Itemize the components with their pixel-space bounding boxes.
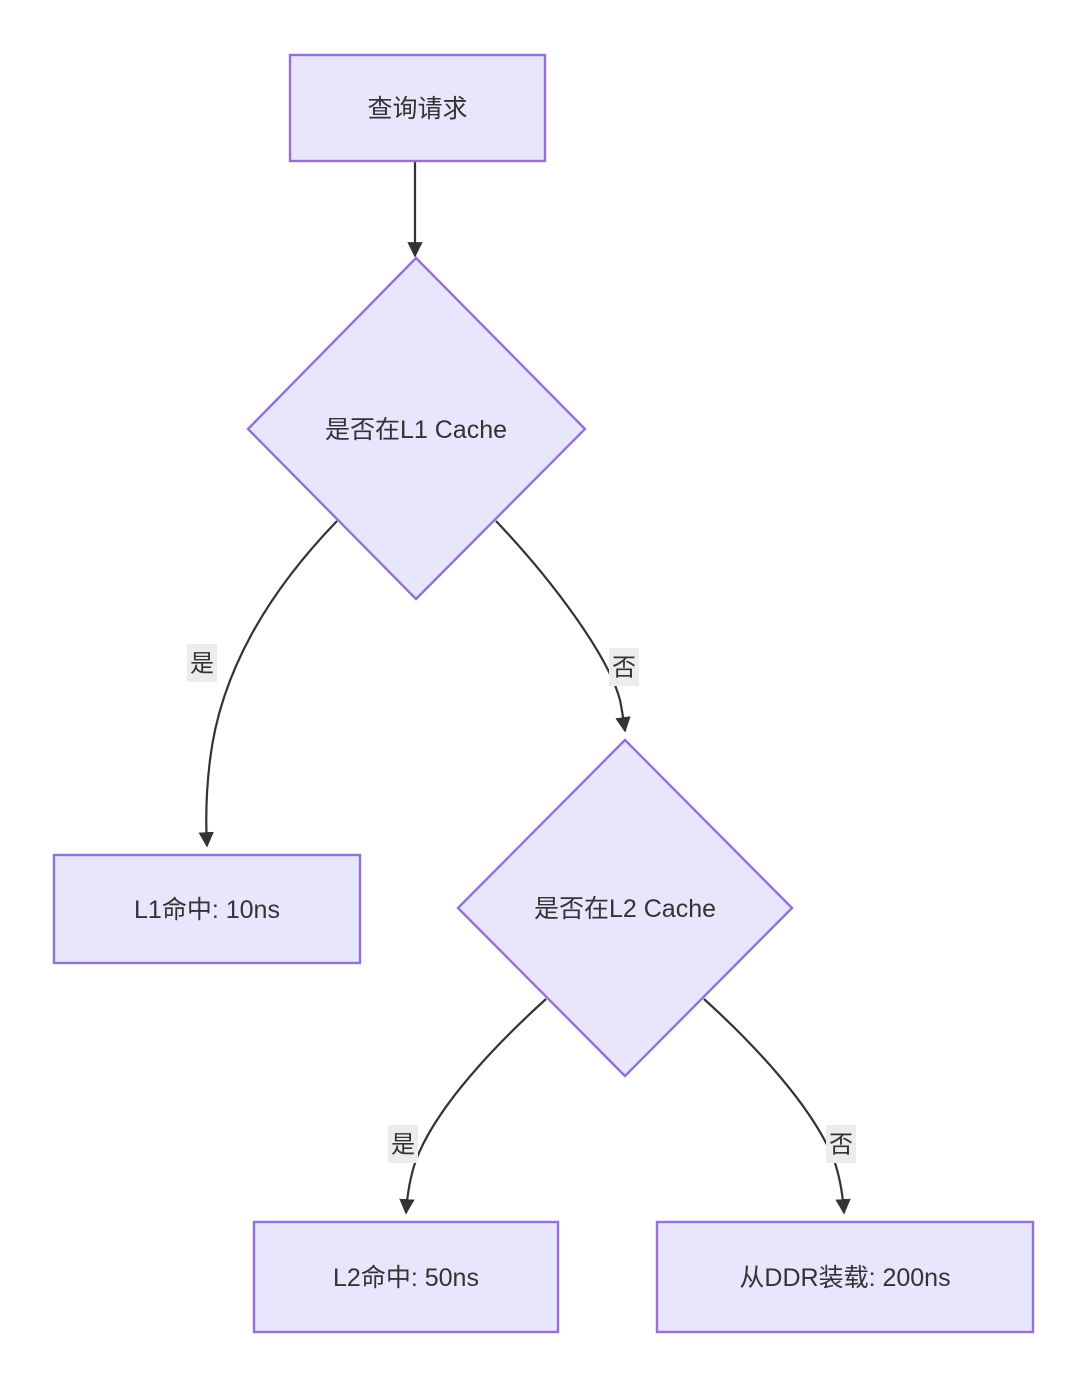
edge-l1check-to-l2check [495, 520, 631, 733]
edge-label-l2-yes-text: 是 [391, 1132, 415, 1159]
node-l1check[interactable]: 是否在L1 Cache [246, 256, 587, 601]
node-l2check[interactable]: 是否在L2 Cache [456, 738, 794, 1078]
node-query-shape[interactable] [288, 53, 547, 163]
edge-label-group: 是 否 是 否 [187, 644, 856, 1163]
node-ddr-shape[interactable] [655, 1220, 1035, 1334]
edge-l2check-to-l2hit [399, 998, 547, 1215]
node-l1hit[interactable]: L1命中: 10ns [52, 853, 362, 965]
node-l1hit-shape[interactable] [52, 853, 362, 965]
node-query[interactable]: 查询请求 [288, 53, 547, 163]
node-l2hit-shape[interactable] [252, 1220, 560, 1334]
node-l2check-label: 是否在L2 Cache [534, 895, 716, 923]
edge-label-l2-yes-bg [388, 1125, 418, 1163]
node-l2hit[interactable]: L2命中: 50ns [252, 1220, 560, 1334]
edge-label-l1-yes: 是 [187, 644, 217, 682]
node-l2check-shape[interactable] [456, 738, 794, 1078]
edge-label-l1-no-bg [609, 648, 639, 686]
edge-label-l2-no-bg [826, 1125, 856, 1163]
node-ddr[interactable]: 从DDR装载: 200ns [655, 1220, 1035, 1334]
edge-label-l1-yes-text: 是 [190, 651, 214, 678]
node-l1hit-label: L1命中: 10ns [134, 896, 280, 924]
node-ddr-label: 从DDR装载: 200ns [739, 1264, 950, 1292]
edge-label-l1-no-text: 否 [612, 655, 636, 682]
edge-l1check-to-l1hit [198, 520, 338, 848]
node-l1check-shape[interactable] [246, 256, 587, 601]
edge-label-l2-yes: 是 [388, 1125, 418, 1163]
node-l1check-label: 是否在L1 Cache [325, 416, 507, 444]
edge-label-l1-yes-bg [187, 644, 217, 682]
edge-label-l1-no: 否 [609, 648, 639, 686]
node-query-label: 查询请求 [367, 95, 467, 123]
edge-label-l2-no: 否 [826, 1125, 856, 1163]
node-l2hit-label: L2命中: 50ns [333, 1264, 479, 1292]
edge-label-l2-no-text: 否 [829, 1132, 853, 1159]
edge-l2check-to-ddr [703, 998, 851, 1215]
edge-group [198, 161, 851, 1215]
